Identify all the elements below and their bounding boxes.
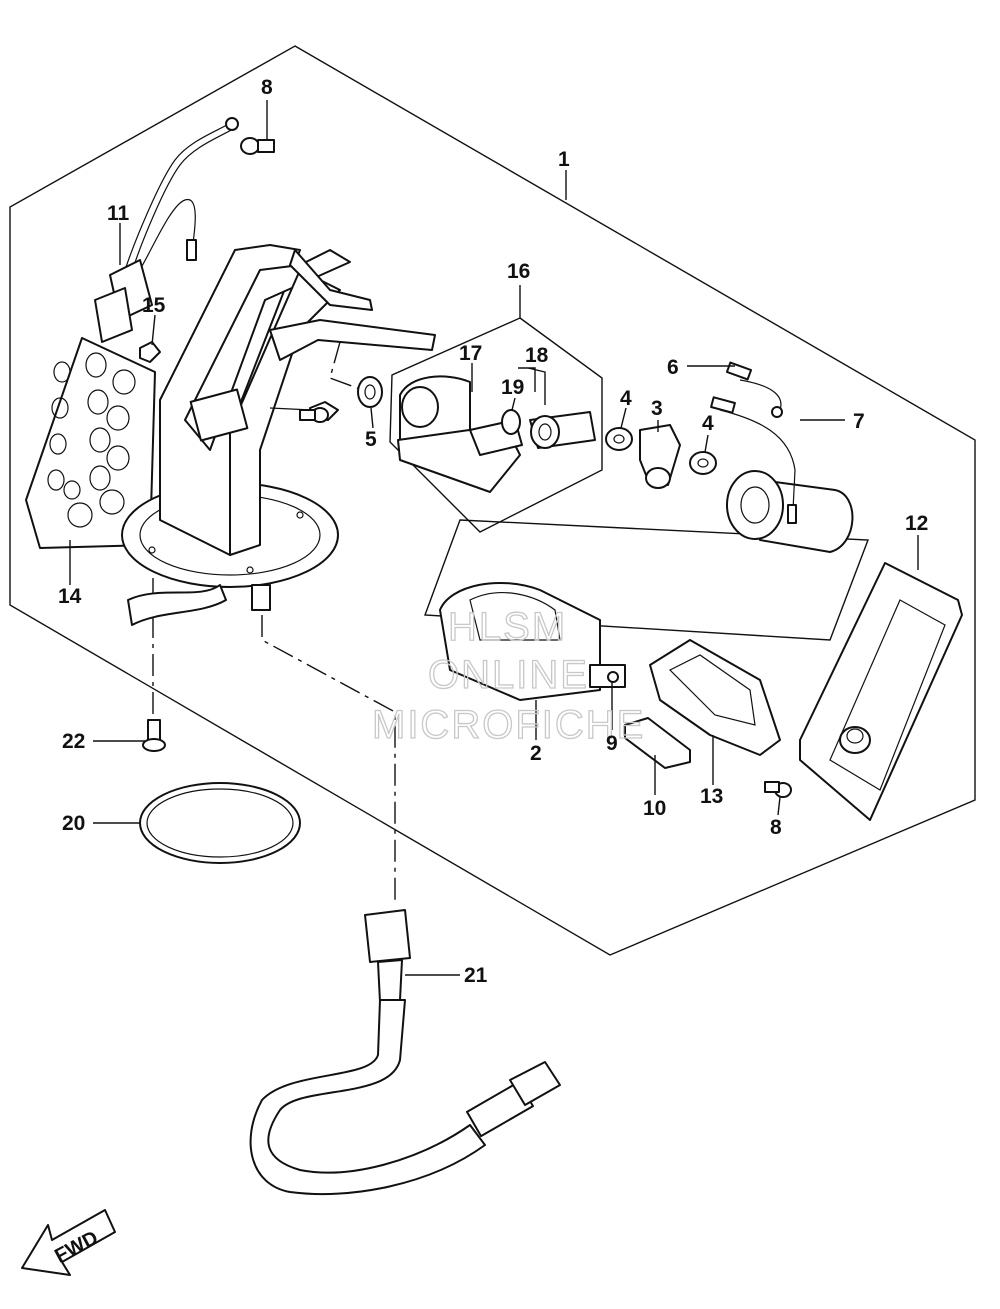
assembly-outline [9, 45, 976, 956]
centerline-21 [261, 615, 396, 905]
callout-7: 7 [853, 410, 865, 433]
part-4-washer-right[interactable] [689, 451, 717, 475]
callout-22: 22 [62, 730, 85, 753]
callout-10: 10 [643, 797, 666, 820]
callout-3: 3 [651, 397, 663, 420]
callout-6: 6 [667, 356, 679, 379]
pump-bracket-assembly[interactable] [121, 244, 436, 626]
part-11-wire-harness[interactable] [94, 117, 239, 343]
part-10-sensor[interactable] [624, 717, 691, 769]
part-13-holder[interactable] [649, 639, 781, 756]
part-15-clip[interactable] [139, 341, 161, 363]
part-4-washer-left[interactable] [605, 427, 633, 451]
callout-8-bottom: 8 [770, 816, 782, 839]
callout-20: 20 [62, 812, 85, 835]
callout-2: 2 [530, 742, 542, 765]
part-5-washer[interactable] [357, 376, 383, 408]
callout-21: 21 [464, 964, 488, 987]
part-19-o-ring[interactable] [501, 409, 521, 435]
callout-5: 5 [365, 428, 377, 451]
part-7-fuel-pump[interactable] [710, 361, 854, 553]
bracket-screw[interactable] [299, 407, 329, 423]
subassembly-2-outline [424, 519, 869, 641]
callout-1: 1 [558, 148, 570, 171]
watermark-line-1: HLSM [448, 605, 567, 649]
leader-lines [69, 100, 919, 976]
callout-8-top: 8 [261, 76, 273, 99]
callout-13: 13 [700, 785, 723, 808]
part-20-gasket[interactable] [139, 782, 301, 864]
callout-16: 16 [507, 260, 530, 283]
part-12-filter-sock[interactable] [799, 562, 963, 821]
part-8-screw-bottom[interactable] [764, 781, 792, 798]
callouts: 1 2 3 4 4 5 6 7 8 8 9 10 11 12 13 14 15 … [58, 76, 928, 987]
callout-11: 11 [107, 202, 130, 225]
callout-12: 12 [905, 512, 928, 535]
subassembly-16-outline [389, 317, 603, 533]
part-14-shield[interactable] [25, 337, 156, 549]
part-3-filter[interactable] [639, 424, 681, 489]
centerline-5 [329, 341, 369, 393]
part-18-fitting[interactable] [529, 411, 596, 449]
fwd-arrow: FWD [21, 1209, 116, 1276]
callout-19: 19 [501, 376, 524, 399]
part-9-grommet[interactable] [607, 671, 619, 683]
callout-15: 15 [142, 294, 166, 317]
part-17-regulator[interactable] [397, 375, 523, 493]
part-21-fuel-hose[interactable] [249, 909, 561, 1196]
watermark-line-2: ONLINE [428, 653, 589, 697]
part-22-bolt[interactable] [142, 719, 166, 752]
callout-9: 9 [606, 732, 618, 755]
callout-4-left: 4 [620, 387, 632, 410]
callout-14: 14 [58, 585, 82, 608]
watermark: HLSM ONLINE MICROFICHE [371, 604, 645, 747]
callout-4-right: 4 [702, 412, 714, 435]
callout-18: 18 [525, 344, 549, 367]
part-8-screw-top[interactable] [240, 137, 275, 155]
callout-17: 17 [459, 342, 482, 365]
watermark-line-3: MICROFICHE [372, 703, 645, 747]
